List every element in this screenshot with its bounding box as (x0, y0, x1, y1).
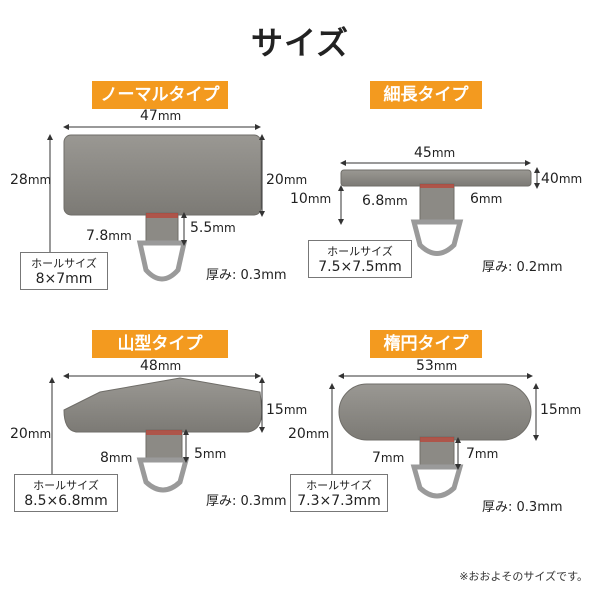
oval-width-label: 53mm (416, 358, 458, 374)
oval-plate-height-label: 15mm (540, 402, 582, 418)
normal-plate-height-label: 20mm (266, 172, 308, 188)
slim-height-label: 40mm (541, 171, 583, 187)
oval-tab-width-label: 7mm (372, 450, 405, 466)
oval-hole-label: ホールサイズ (306, 479, 372, 492)
slim-tab-width-label: 6.8mm (362, 193, 408, 209)
mountain-type-badge: 山型タイプ (92, 330, 228, 358)
mountain-thickness: 厚み: 0.3mm (206, 494, 287, 509)
mountain-height-label: 20mm (10, 426, 52, 442)
normal-tab-width-label: 7.8mm (86, 228, 132, 244)
footnote: ※おおよそのサイズです。 (459, 570, 588, 583)
normal-hole-value: 8×7mm (35, 271, 93, 287)
oval-hole-box: ホールサイズ 7.3×7.3mm (290, 474, 388, 512)
slim-tab-extra-label: 6mm (470, 191, 503, 207)
normal-height-label: 28mm (10, 172, 52, 188)
oval-type-badge: 楕円タイプ (370, 330, 482, 358)
slim-hole-label: ホールサイズ (327, 245, 393, 258)
slim-type-badge: 細長タイプ (370, 81, 482, 109)
normal-width-label: 47mm (140, 108, 182, 124)
normal-hole-box: ホールサイズ 8×7mm (20, 252, 108, 290)
slim-hole-box: ホールサイズ 7.5×7.5mm (308, 240, 412, 278)
mountain-illustration (49, 373, 265, 497)
mountain-hole-box: ホールサイズ 8.5×6.8mm (14, 474, 118, 512)
slim-width-label: 45mm (414, 145, 456, 161)
oval-tab-height-label: 7mm (466, 446, 499, 462)
oval-hole-value: 7.3×7.3mm (297, 493, 381, 509)
normal-type-badge: ノーマルタイプ (92, 81, 228, 109)
mountain-tab-width-label: 8mm (100, 450, 133, 466)
mountain-tab-height-label: 5mm (194, 446, 227, 462)
slim-hole-value: 7.5×7.5mm (318, 259, 402, 275)
slim-illustration (338, 160, 540, 256)
oval-height-label: 20mm (288, 426, 330, 442)
normal-tab-height-label: 5.5mm (190, 220, 236, 236)
mountain-width-label: 48mm (140, 358, 182, 374)
page-title: サイズ (250, 24, 350, 62)
mountain-hole-label: ホールサイズ (33, 479, 99, 492)
mountain-plate-height-label: 15mm (266, 402, 308, 418)
normal-hole-label: ホールサイズ (31, 257, 97, 270)
slim-thickness: 厚み: 0.2mm (482, 260, 563, 275)
oval-illustration (329, 373, 539, 499)
oval-thickness: 厚み: 0.3mm (482, 500, 563, 515)
slim-tab-height-label: 10mm (290, 191, 332, 207)
mountain-hole-value: 8.5×6.8mm (24, 493, 108, 509)
normal-thickness: 厚み: 0.3mm (206, 268, 287, 283)
